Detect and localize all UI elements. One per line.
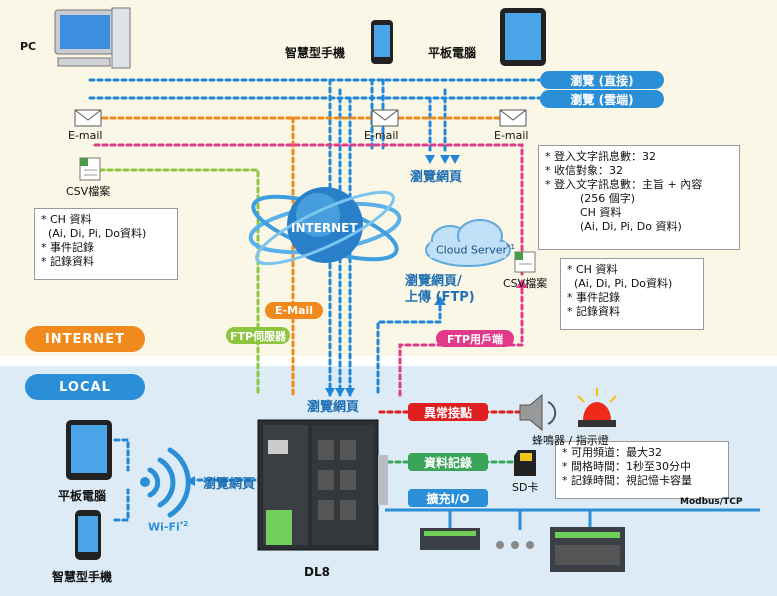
wifi-label: Wi-Fi*2: [148, 520, 188, 534]
wifi-dot: [140, 477, 150, 487]
browse-upload-label: 瀏覽網頁/ 上傳 (FTP): [405, 274, 475, 305]
local-zone-tag: LOCAL: [25, 374, 145, 400]
csv-label-1: CSV檔案: [66, 185, 111, 198]
smartphone-icon: [371, 20, 393, 64]
local-tablet-icon: [66, 420, 112, 480]
cloud-server-shape: [425, 219, 511, 267]
legend-browse-cloud: 瀏覽 (雲端): [540, 90, 664, 108]
line-wifi-tablet: [113, 438, 130, 472]
csv-right-callout: * CH 資料 (Ai, Di, Pi, Do資料) * 事件記錄 * 記錄資料: [560, 258, 704, 330]
io-module-1: [420, 528, 480, 550]
csv-icon-1: [79, 157, 101, 181]
arrow-logger1: [325, 388, 335, 397]
local-tablet-label: 平板電腦: [58, 489, 107, 503]
sd-card-icon: [514, 450, 536, 476]
tablet-label: 平板電腦: [428, 46, 477, 60]
cloud-server-label: Cloud Server*1: [436, 243, 515, 257]
data-log-tag: 資料記錄: [408, 453, 488, 471]
sd-label: SD卡: [512, 481, 539, 494]
ellipsis-dots: [496, 541, 534, 549]
arrow-logger2: [335, 388, 345, 397]
dl8-label: DL8: [304, 565, 330, 579]
wifi-text: Wi-Fi: [148, 520, 180, 534]
internet-zone-tag: INTERNET: [25, 326, 145, 352]
ftp-server-tag: FTP伺服器: [226, 327, 290, 344]
browse-wifi-label: 瀏覽網頁: [203, 477, 256, 492]
email-icon-1: [74, 109, 102, 127]
indicator-lamp-icon: [577, 388, 617, 427]
arrow-logger3: [345, 388, 355, 397]
email-label-3: E-mail: [494, 129, 529, 142]
local-phone-label: 智慧型手機: [52, 570, 113, 584]
email-info-callout: * 登入文字訊息數：32 * 收信對象：32 * 登入文字訊息數：主旨 + 內容…: [538, 145, 740, 250]
smartphone-label: 智慧型手機: [285, 46, 346, 60]
cloud-server-text: Cloud Server: [436, 243, 507, 257]
email-label-1: E-mail: [68, 129, 103, 142]
arrow-browse3: [450, 155, 460, 164]
internet-globe: [248, 187, 402, 266]
dl8-logger-device: [257, 419, 388, 551]
buzzer-icon: [519, 393, 557, 432]
ftp-client-tag: FTP用戶端: [436, 330, 514, 347]
email-label-2: E-mail: [364, 129, 399, 142]
csv-label-2: CSV檔案: [503, 277, 548, 290]
line-upload: [376, 298, 442, 394]
arrow-upload: [434, 296, 446, 305]
line-ftp-client-top: [93, 143, 524, 277]
internet-label: INTERNET: [291, 221, 358, 235]
legend-browse-direct: 瀏覽 (直接): [540, 71, 664, 89]
io-module-2: [550, 527, 625, 572]
wifi-icon: [147, 447, 191, 518]
arrow-browse2: [440, 155, 450, 164]
csv-left-callout: * CH 資料 (Ai, Di, Pi, Do資料) * 事件記錄 * 記錄資料: [34, 208, 178, 280]
arrow-browse1: [425, 155, 435, 164]
local-phone-icon: [75, 510, 101, 560]
browse-web-label: 瀏覽網頁: [410, 170, 463, 185]
cloud-server-sup: *1: [507, 243, 515, 251]
pc-label: PC: [20, 40, 37, 53]
csv-icon-2: [514, 251, 536, 273]
email-icon-3: [499, 109, 527, 127]
email-tag: E-Mail: [265, 302, 323, 319]
modbus-label: Modbus/TCP: [680, 497, 743, 507]
line-wifi-phone: [113, 488, 130, 522]
browse-local-label: 瀏覽網頁: [307, 400, 360, 415]
buzzer-label: 蜂鳴器 / 指示燈: [532, 434, 609, 447]
pc-icon: [54, 7, 131, 69]
sd-info-callout: * 可用頻道：最大32 * 間格時間：1秒至30分中 * 記錄時間：視記憶卡容量: [555, 441, 729, 499]
line-ftp-server: [98, 168, 260, 394]
email-icon-2: [371, 109, 399, 127]
tablet-icon: [500, 8, 546, 66]
wifi-sup: *2: [179, 520, 189, 528]
expand-io-tag: 擴充I/O: [408, 489, 488, 507]
arrow-ftp-client: [516, 279, 528, 288]
alarm-tag: 異常接點: [408, 403, 488, 421]
